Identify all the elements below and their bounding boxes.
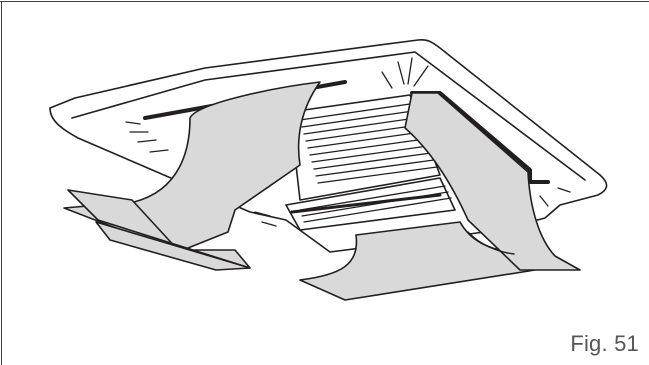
figure-label: Fig. 51 <box>570 331 639 357</box>
